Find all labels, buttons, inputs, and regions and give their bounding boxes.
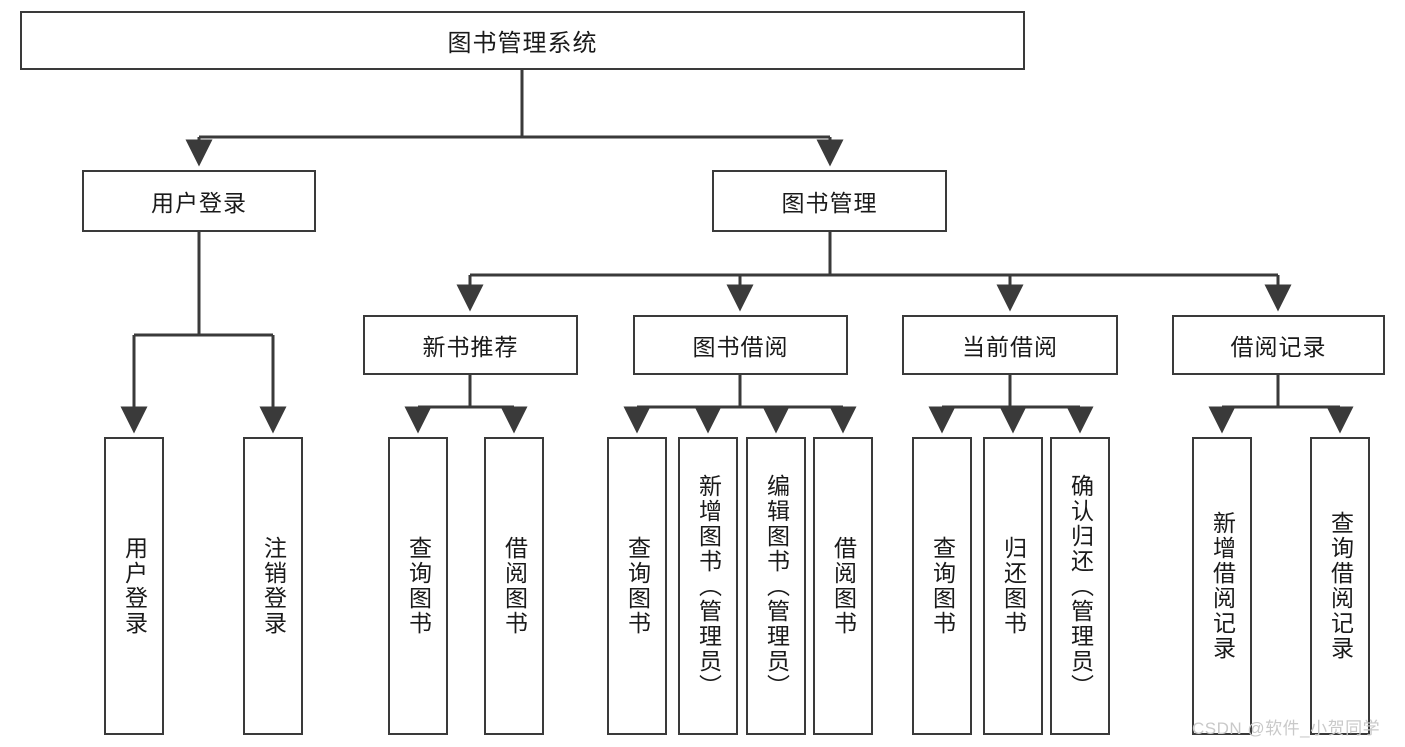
connectors-user-login-to-leaves [120, 232, 287, 434]
node-label: 图书借阅 [692, 334, 789, 360]
node-label: 借阅图书 [501, 536, 528, 636]
leaf-node[interactable]: 查询图书 [388, 437, 448, 735]
node-label: 查询图书 [624, 536, 651, 636]
watermark-text: CSDN @软件_小贺同学 [1192, 719, 1381, 738]
leaf-node[interactable]: 新增借阅记录 [1192, 437, 1252, 735]
leaf-node[interactable]: 借阅图书 [484, 437, 544, 735]
node-label: 用户登录 [121, 536, 148, 636]
leaf-node[interactable]: 用户登录 [104, 437, 164, 735]
node-root-system[interactable]: 图书管理系统 [20, 11, 1025, 70]
node-label: 归还图书 [1000, 536, 1027, 636]
leaf-node[interactable]: 查询借阅记录 [1310, 437, 1370, 735]
node-label: 新书推荐 [422, 334, 519, 360]
leaf-node[interactable]: 查询图书 [912, 437, 972, 735]
node-label: 注销登录 [260, 536, 287, 636]
connectors-new-book-to-leaves [404, 375, 528, 434]
node-label: 查询借阅记录 [1327, 511, 1354, 661]
node-label: 编辑图书（管理员） [763, 473, 790, 699]
node-label: 新增借阅记录 [1209, 511, 1236, 661]
connectors-current-borrow-to-leaves [928, 375, 1094, 434]
node-label: 查询图书 [405, 536, 432, 636]
leaf-node[interactable]: 查询图书 [607, 437, 667, 735]
leaf-node[interactable]: 新增图书（管理员） [678, 437, 738, 735]
node-label: 图书管理系统 [447, 30, 598, 57]
connectors-borrow-to-leaves [623, 375, 857, 434]
node-label: 图书管理 [781, 190, 878, 216]
connectors-root-to-level2 [185, 70, 844, 167]
node-user-login[interactable]: 用户登录 [82, 170, 316, 232]
node-current-borrow[interactable]: 当前借阅 [902, 315, 1118, 375]
leaf-node[interactable]: 编辑图书（管理员） [746, 437, 806, 735]
leaf-node[interactable]: 确认归还（管理员） [1050, 437, 1110, 735]
connectors-book-mgmt-to-level3 [456, 232, 1292, 312]
node-label: 借阅图书 [830, 536, 857, 636]
node-label: 当前借阅 [962, 334, 1058, 360]
node-new-book-recommend[interactable]: 新书推荐 [363, 315, 578, 375]
node-label: 借阅记录 [1230, 334, 1327, 360]
node-label: 查询图书 [929, 536, 956, 636]
node-label: 用户登录 [151, 190, 247, 216]
leaf-node[interactable]: 借阅图书 [813, 437, 873, 735]
leaf-node[interactable]: 注销登录 [243, 437, 303, 735]
node-label: 确认归还（管理员） [1067, 473, 1094, 699]
node-borrow-record[interactable]: 借阅记录 [1172, 315, 1385, 375]
node-book-management[interactable]: 图书管理 [712, 170, 947, 232]
node-book-borrow[interactable]: 图书借阅 [633, 315, 848, 375]
connectors-borrow-record-to-leaves [1208, 375, 1354, 434]
leaf-node[interactable]: 归还图书 [983, 437, 1043, 735]
node-label: 新增图书（管理员） [695, 473, 722, 699]
